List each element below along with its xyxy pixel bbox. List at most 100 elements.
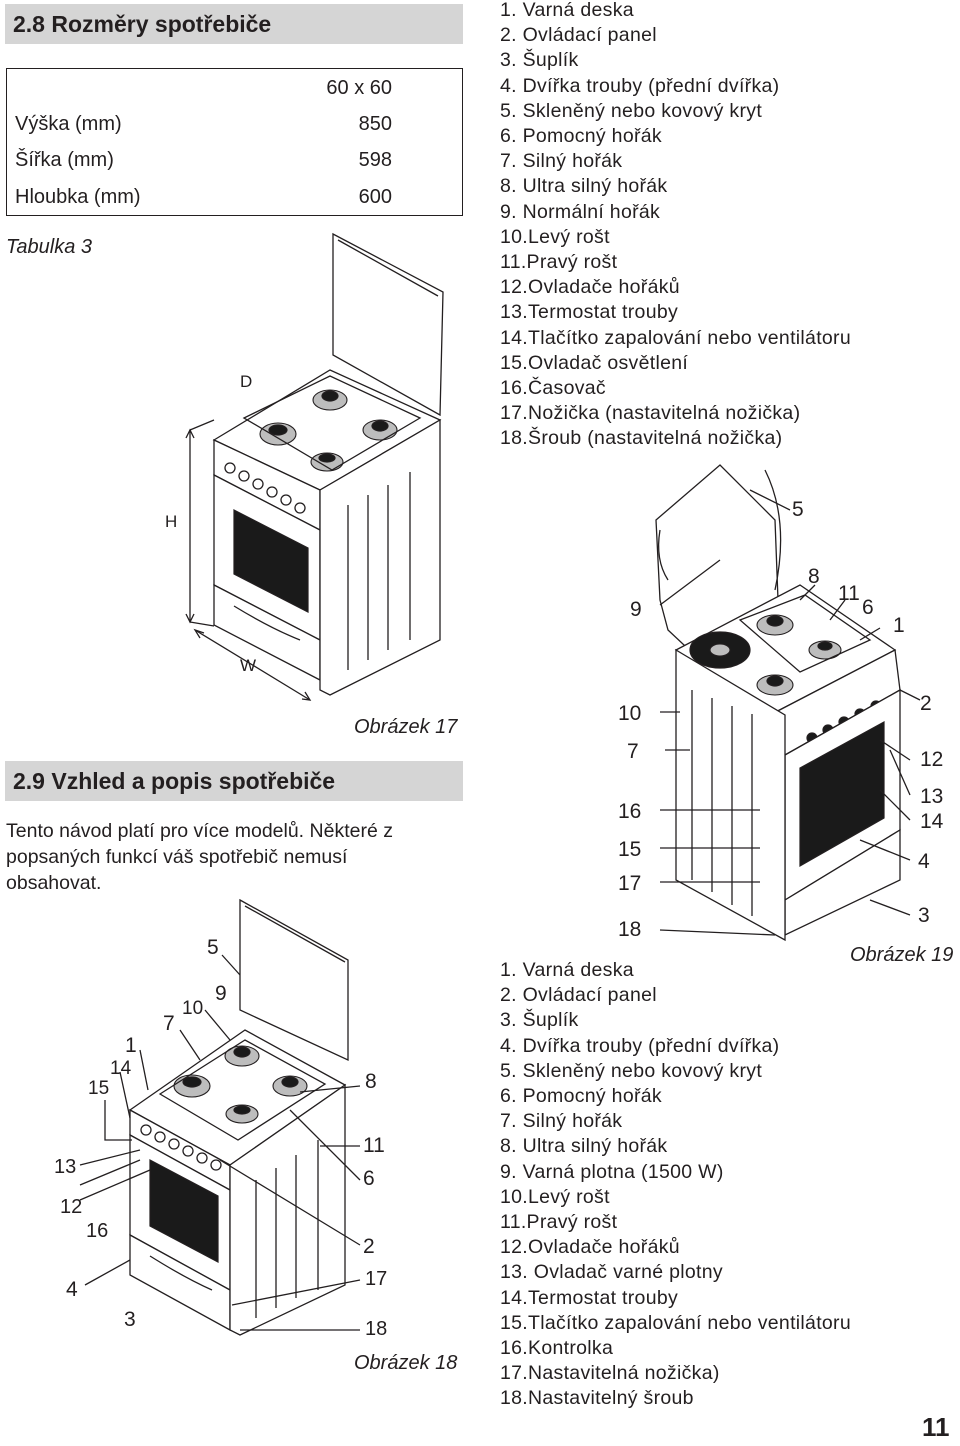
fig19-callout-2: 2: [920, 692, 932, 715]
list-item: 4. Dvířka trouby (přední dvířka): [500, 1034, 780, 1057]
row-value: 850: [358, 113, 392, 135]
fig19-callout-15: 15: [618, 838, 642, 861]
fig19-callout-11: 11: [838, 582, 860, 605]
list-item: 1. Varná deska: [500, 0, 634, 21]
section-title-dimensions: 2.8 Rozměry spotřebiče: [5, 4, 463, 44]
list-item: 12.Ovladače hořáků: [500, 1236, 680, 1259]
row-label: Hloubka (mm): [15, 186, 141, 208]
list-item: 4. Dvířka trouby (přední dvířka): [500, 74, 780, 97]
table-row: Hloubka (mm) 600: [15, 186, 454, 214]
list-item: 5. Skleněný nebo kovový kryt: [500, 99, 763, 122]
table-row: Šířka (mm) 598: [15, 149, 454, 177]
list-item: 6. Pomocný hořák: [500, 125, 662, 148]
list-item: 17.Nastavitelná nožička): [500, 1362, 720, 1385]
fig18-callout-7: 7: [163, 1012, 175, 1035]
list-item: 13.Termostat trouby: [500, 301, 679, 324]
list-item: 2. Ovládací panel: [500, 24, 657, 47]
table-row: 60 x 60: [15, 77, 454, 105]
fig19-callout-13: 13: [920, 785, 944, 808]
knob-icons: [140, 1124, 222, 1171]
fig19-callout-3: 3: [918, 904, 930, 927]
page-number: 11: [922, 1412, 950, 1442]
row-label: Výška (mm): [15, 113, 122, 135]
row-value: 600: [358, 186, 392, 208]
fig19-callout-12: 12: [920, 748, 944, 771]
fig18-callout-10: 10: [182, 998, 204, 1019]
list-item: 2. Ovládací panel: [500, 984, 657, 1007]
figure-19-caption: Obrázek 19: [850, 944, 954, 966]
hotplate-icon: [689, 631, 751, 669]
list-item: 11.Pravý rošt: [500, 251, 618, 274]
fig18-callout-8: 8: [365, 1070, 377, 1093]
fig18-callout-14: 14: [110, 1058, 132, 1079]
fig18-callout-2: 2: [363, 1235, 375, 1258]
fig18-callout-13: 13: [54, 1156, 77, 1178]
list-item: 7. Silný hořák: [500, 150, 623, 173]
fig18-callout-16: 16: [86, 1220, 109, 1242]
list-item: 14.Tlačítko zapalování nebo ventilátoru: [500, 326, 851, 349]
intro-paragraph: Tento návod platí pro více modelů. Někte…: [6, 820, 393, 894]
fig18-callout-5: 5: [207, 936, 219, 959]
list-item: 1. Varná deska: [500, 959, 634, 981]
fig19-callout-5: 5: [792, 498, 804, 521]
list-item: 10.Levý rošt: [500, 225, 610, 248]
fig19-callout-6: 6: [862, 596, 874, 619]
row-value: 598: [358, 149, 392, 171]
list-item: 15.Tlačítko zapalování nebo ventilátoru: [500, 1311, 851, 1334]
list-item: 15.Ovladač osvětlení: [500, 351, 689, 374]
burner-icons: [259, 389, 398, 472]
list-item: 8. Ultra silný hořák: [500, 175, 668, 198]
label-width: W: [240, 656, 257, 675]
list-item: 16.Kontrolka: [500, 1337, 614, 1360]
fig18-callout-15: 15: [88, 1078, 110, 1099]
fig18-callout-3: 3: [124, 1308, 136, 1331]
fig19-callout-9: 9: [630, 598, 642, 621]
list-item: 3. Šuplík: [500, 1009, 579, 1032]
list-item: 9. Varná plotna (1500 W): [500, 1160, 724, 1183]
label-depth: D: [240, 372, 253, 391]
fig19-callout-14: 14: [920, 810, 944, 833]
fig19-callout-4: 4: [918, 850, 930, 873]
table-header-value: 60 x 60: [326, 77, 392, 99]
list-item: 9. Normální hořák: [500, 200, 661, 223]
fig18-callout-11: 11: [363, 1134, 385, 1157]
burner-icons: [173, 1045, 308, 1124]
fig19-callout-10: 10: [618, 702, 642, 725]
table-row: Výška (mm) 850: [15, 113, 454, 141]
component-list-bottom: 1. Varná deska 2. Ovládací panel 3. Šupl…: [500, 958, 851, 1412]
list-item: 7. Silný hořák: [500, 1110, 623, 1133]
fig18-callout-12: 12: [60, 1196, 83, 1218]
list-item: 17.Nožička (nastavitelná nožička): [500, 402, 801, 425]
list-item: 13. Ovladač varné plotny: [500, 1261, 723, 1284]
fig18-callout-1: 1: [125, 1034, 137, 1057]
knob-icons: [224, 462, 306, 514]
fig19-callout-8: 8: [808, 565, 820, 588]
fig18-callout-17: 17: [365, 1268, 388, 1290]
list-item: 10.Levý rošt: [500, 1185, 610, 1208]
list-item: 14.Termostat trouby: [500, 1286, 679, 1309]
fig19-callout-1: 1: [893, 614, 905, 637]
table-caption: Tabulka 3: [6, 236, 92, 258]
list-item: 12.Ovladače hořáků: [500, 276, 680, 299]
fig18-callout-4: 4: [66, 1278, 78, 1301]
figure-17-caption: Obrázek 17: [354, 716, 458, 738]
section-title-appearance: 2.9 Vzhled a popis spotřebiče: [5, 761, 463, 801]
fig18-callout-6: 6: [363, 1167, 375, 1190]
component-list-top: 1. Varná deska 2. Ovládací panel 3. Šupl…: [500, 0, 851, 452]
label-height: H: [165, 512, 178, 531]
fig19-callout-17: 17: [618, 872, 642, 895]
list-item: 3. Šuplík: [500, 49, 579, 72]
figure-18-caption: Obrázek 18: [354, 1352, 458, 1374]
fig19-callout-7: 7: [627, 740, 639, 763]
fig18-callout-18: 18: [365, 1318, 388, 1340]
dimensions-table: 60 x 60 Výška (mm) 850 Šířka (mm) 598 Hl…: [6, 68, 463, 216]
fig19-callout-18: 18: [618, 918, 642, 941]
list-item: 11.Pravý rošt: [500, 1211, 618, 1234]
list-item: 5. Skleněný nebo kovový kryt: [500, 1059, 763, 1082]
list-item: 18.Nastavitelný šroub: [500, 1387, 694, 1410]
burner-icons: [756, 614, 842, 696]
list-item: 18.Šroub (nastavitelná nožička): [500, 427, 783, 450]
